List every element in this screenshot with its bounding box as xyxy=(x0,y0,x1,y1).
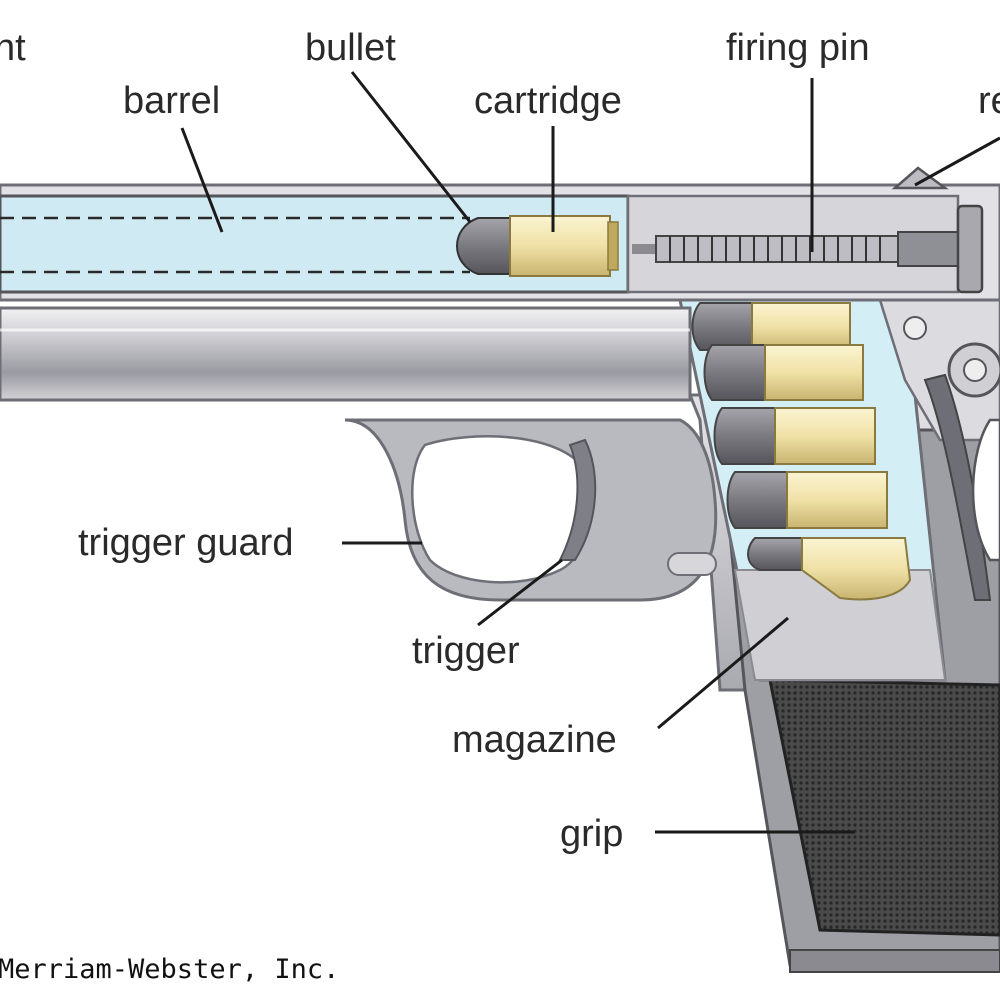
label-bullet: bullet xyxy=(305,27,396,69)
frame-pin xyxy=(667,552,717,576)
grip-panel xyxy=(768,678,1000,937)
mag-round-3-case xyxy=(774,407,876,465)
mag-round-4-bullet xyxy=(726,471,791,529)
label-grip: grip xyxy=(560,813,623,855)
firing-pin xyxy=(632,204,984,294)
mag-round-3-bullet xyxy=(713,407,779,465)
trigger-guard-opening xyxy=(411,435,594,584)
mag-round-1-bullet xyxy=(691,302,756,351)
leader-bullet xyxy=(350,71,472,223)
chambered-bullet xyxy=(456,217,516,275)
label-magazine: magazine xyxy=(452,719,617,761)
mag-round-2-bullet xyxy=(703,344,769,401)
mag-round-4-case xyxy=(786,471,888,529)
mag-round-1-case xyxy=(751,302,851,351)
hammer-mechanism xyxy=(878,298,1000,601)
grip-base xyxy=(789,949,1000,973)
label-firing-pin: firing pin xyxy=(726,27,870,69)
leader-recoil-spring xyxy=(914,136,1000,187)
cartridge-rim xyxy=(607,221,619,271)
label-sight: ht xyxy=(0,27,26,69)
label-trigger-guard: trigger guard xyxy=(78,522,293,564)
mag-round-2-case xyxy=(764,344,864,401)
credit-line: Merriam-Webster, Inc. xyxy=(0,954,339,985)
mag-round-5-case xyxy=(801,537,912,601)
barrel-lower-tube xyxy=(0,306,692,402)
leader-trigger xyxy=(477,558,563,627)
leader-barrel xyxy=(180,127,224,233)
label-recoil-spring: re xyxy=(978,80,1000,122)
leader-magazine xyxy=(657,616,789,730)
mag-round-5-bullet xyxy=(747,537,806,571)
label-barrel: barrel xyxy=(123,80,220,122)
label-cartridge: cartridge xyxy=(474,80,622,122)
magazine-rounds xyxy=(691,302,912,601)
rear-sight xyxy=(891,166,949,190)
label-trigger: trigger xyxy=(412,630,520,672)
chambered-cartridge-case xyxy=(509,215,611,277)
